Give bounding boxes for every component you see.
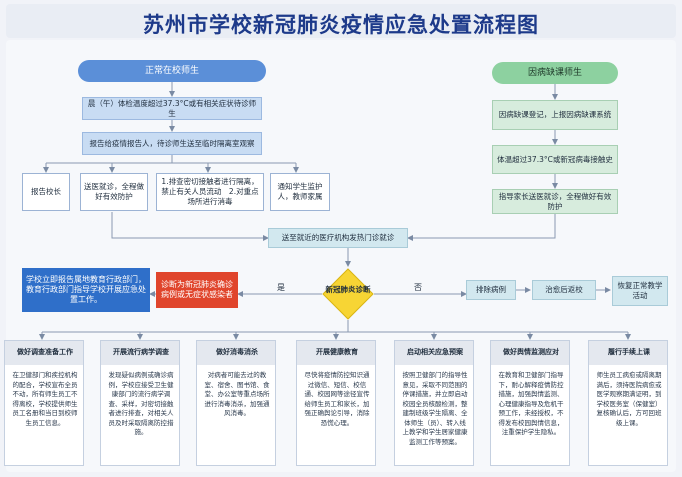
report-education-dept-box: 学校立即报告属地教育行政部门，教育行政部门指导学校开展应急处置工作。 <box>22 268 150 312</box>
card-public-opinion: 做好舆情监测应对 在教育和卫健部门指导下，耐心解释疫情防控措施，加强舆情监测、心… <box>490 340 570 466</box>
card-title: 做好调查准备工作 <box>5 341 83 365</box>
card-health-education: 开展健康教育 尽快将疫情防控知识通过微信、短信、校信通、校园网等途径宣传给师生员… <box>296 340 376 466</box>
return-to-school-box: 治愈后返校 <box>532 280 596 300</box>
left-step-report-isolation: 报告给疫情报告人，待诊师生送至临时隔离室观察 <box>82 132 262 155</box>
card-text: 按照卫健部门的指导性意见，采取不同范围的停课措施，并立即启动校园全员核酸检测，整… <box>402 371 468 446</box>
action-contact-tracing: 1.排查密切接触者进行隔离，禁止有关人员流动 2.对重点场所进行消毒 <box>156 173 264 211</box>
card-title: 做好消毒消杀 <box>197 341 275 365</box>
diagnosis-decision: 新冠肺炎诊断 <box>322 268 374 320</box>
exclude-case-box: 排除病例 <box>466 280 516 300</box>
action-notify-guardians: 通知学生监护人，教师家属 <box>270 173 330 211</box>
card-text: 师生员工病愈或隔离期满后，须持医院病愈或医学观察期满证明，到学校医务室（保健室）… <box>596 371 662 427</box>
card-text: 发现疑似病例或确诊病例，学校应接受卫生健康部门的流行病学调查、采样，对密切接触者… <box>108 371 174 436</box>
action-report-principal: 报告校长 <box>22 173 70 211</box>
hospital-fever-clinic: 送至就近的医疗机构发热门诊就诊 <box>268 228 408 248</box>
card-investigation-prep: 做好调查准备工作 在卫健部门和疾控机构的配合，学校宣布全员不动，所有师生员工不得… <box>4 340 84 466</box>
card-title: 做好舆情监测应对 <box>491 341 569 365</box>
card-title: 启动相关应急预案 <box>395 341 473 365</box>
card-title: 开展流行病学调查 <box>101 341 179 365</box>
action-hospital-referral: 送医就诊，全程做好有效防护 <box>80 173 148 211</box>
card-text: 在卫健部门和疾控机构的配合，学校宣布全员不动，所有师生员工不得离校，学校提供师生… <box>12 371 78 427</box>
right-step-absence-registration: 因病缺课登记，上报因病缺课系统 <box>492 100 618 130</box>
card-return-procedures: 履行手续上课 师生员工病愈或隔离期满后，须持医院病愈或医学观察期满证明，到学校医… <box>588 340 668 466</box>
card-text: 对病者可能去过的教室、宿舍、图书馆、食堂、办公室等重点场所进行消毒消杀，加强通风… <box>204 371 270 417</box>
yes-label: 是 <box>277 283 285 292</box>
left-step-temperature-check: 晨（午）体检温度超过37.3°C或有相关症状待诊师生 <box>82 97 262 120</box>
card-epidemiology: 开展流行病学调查 发现疑似病例或确诊病例，学校应接受卫生健康部门的流行病学调查、… <box>100 340 180 466</box>
normal-students-header: 正常在校师生 <box>78 60 266 82</box>
decision-label: 新冠肺炎诊断 <box>325 285 371 294</box>
confirmed-case-box: 诊断为新冠肺炎确诊病例或无症状感染者 <box>156 272 238 308</box>
card-emergency-plan: 启动相关应急预案 按照卫健部门的指导性意见，采取不同范围的停课措施，并立即启动校… <box>394 340 474 466</box>
right-step-parent-guidance: 指导家长送医就诊，全程做好有效防护 <box>492 189 618 214</box>
absent-students-header: 因病缺课师生 <box>492 62 618 84</box>
decision-diamond-shape <box>322 268 374 320</box>
resume-teaching-box: 恢复正常教学活动 <box>612 276 668 306</box>
right-step-fever-exposure: 体温超过37.3°C或新冠病毒接触史 <box>492 145 618 174</box>
card-text: 在教育和卫健部门指导下，耐心解释疫情防控措施，加强舆情监测、心理健康指导及危机干… <box>498 371 564 436</box>
card-title: 开展健康教育 <box>297 341 375 365</box>
title-bar <box>6 4 676 38</box>
page-title: 苏州市学校新冠肺炎疫情应急处置流程图 <box>143 13 539 37</box>
card-disinfection: 做好消毒消杀 对病者可能去过的教室、宿舍、图书馆、食堂、办公室等重点场所进行消毒… <box>196 340 276 466</box>
card-title: 履行手续上课 <box>589 341 667 365</box>
no-label: 否 <box>414 283 422 292</box>
card-text: 尽快将疫情防控知识通过微信、短信、校信通、校园网等途径宣传给师生员工和家长，加强… <box>304 371 370 427</box>
